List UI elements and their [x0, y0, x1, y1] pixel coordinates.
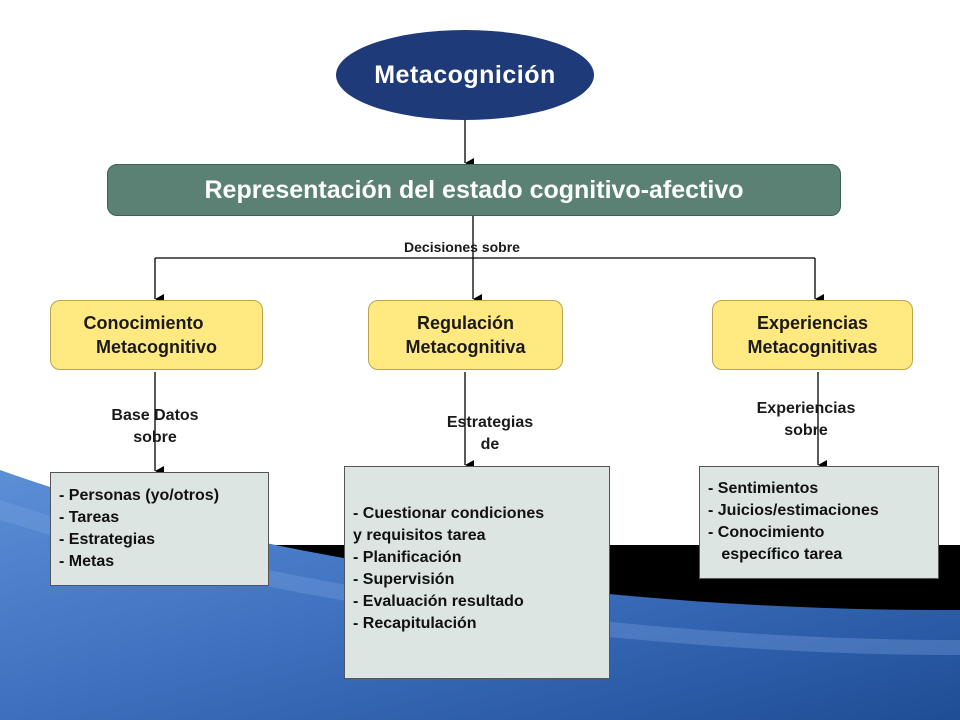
list-item: - Personas (yo/otros): [59, 487, 220, 504]
title-text: Metacognición: [374, 60, 556, 89]
label-base-line1: Base Datos: [111, 407, 199, 424]
list-item: - Planificación: [353, 549, 462, 566]
label-experiencias-line1: Experiencias: [756, 400, 856, 417]
list-item: - Cuestionar condiciones: [353, 505, 545, 522]
node-conocimiento-metacognitivo: Conocimiento Metacognitivo: [50, 300, 263, 370]
decisions-label: Decisiones sobre: [404, 239, 520, 255]
list-item: específico tarea: [708, 546, 843, 563]
list-item: - Recapitulación: [353, 615, 477, 632]
node-experiencias-metacognitivas: Experiencias Metacognitivas: [712, 300, 913, 370]
node-regulacion-line2: Metacognitiva: [405, 337, 526, 357]
label-estrategias-line1: Estrategias: [446, 414, 534, 431]
list-item: - Metas: [59, 553, 115, 570]
list-item: y requisitos tarea: [353, 527, 486, 544]
label-experiencias-line2: sobre: [784, 422, 828, 439]
list-conocimiento: - Personas (yo/otros) - Tareas - Estrate…: [50, 472, 269, 586]
representation-text: Representación del estado cognitivo-afec…: [204, 175, 744, 204]
label-base-datos: Base Datos sobre: [95, 405, 215, 449]
list-regulacion: - Cuestionar condiciones y requisitos ta…: [344, 466, 610, 679]
label-estrategias: Estrategias de: [420, 412, 560, 456]
title-ellipse: Metacognición: [336, 30, 594, 120]
representation-bar: Representación del estado cognitivo-afec…: [107, 164, 841, 216]
background-light-streak: [0, 500, 960, 655]
list-item: - Evaluación resultado: [353, 593, 524, 610]
node-conocimiento-line1: Conocimiento: [83, 313, 204, 333]
list-item: - Tareas: [59, 509, 120, 526]
list-item: - Estrategias: [59, 531, 156, 548]
list-experiencias: - Sentimientos - Juicios/estimaciones - …: [699, 466, 939, 579]
list-item: - Sentimientos: [708, 480, 819, 497]
node-regulacion-metacognitiva: Regulación Metacognitiva: [368, 300, 563, 370]
node-experiencias-line1: Experiencias: [756, 313, 869, 333]
list-item: - Juicios/estimaciones: [708, 502, 879, 519]
list-item: - Conocimiento: [708, 524, 825, 541]
node-experiencias-line2: Metacognitivas: [747, 337, 878, 357]
node-conocimiento-line2: Metacognitivo: [95, 337, 217, 357]
label-base-line2: sobre: [133, 429, 177, 446]
node-regulacion-line1: Regulación: [416, 313, 514, 333]
label-estrategias-line2: de: [480, 436, 500, 453]
label-experiencias-sobre: Experiencias sobre: [726, 398, 886, 442]
list-item: - Supervisión: [353, 571, 455, 588]
